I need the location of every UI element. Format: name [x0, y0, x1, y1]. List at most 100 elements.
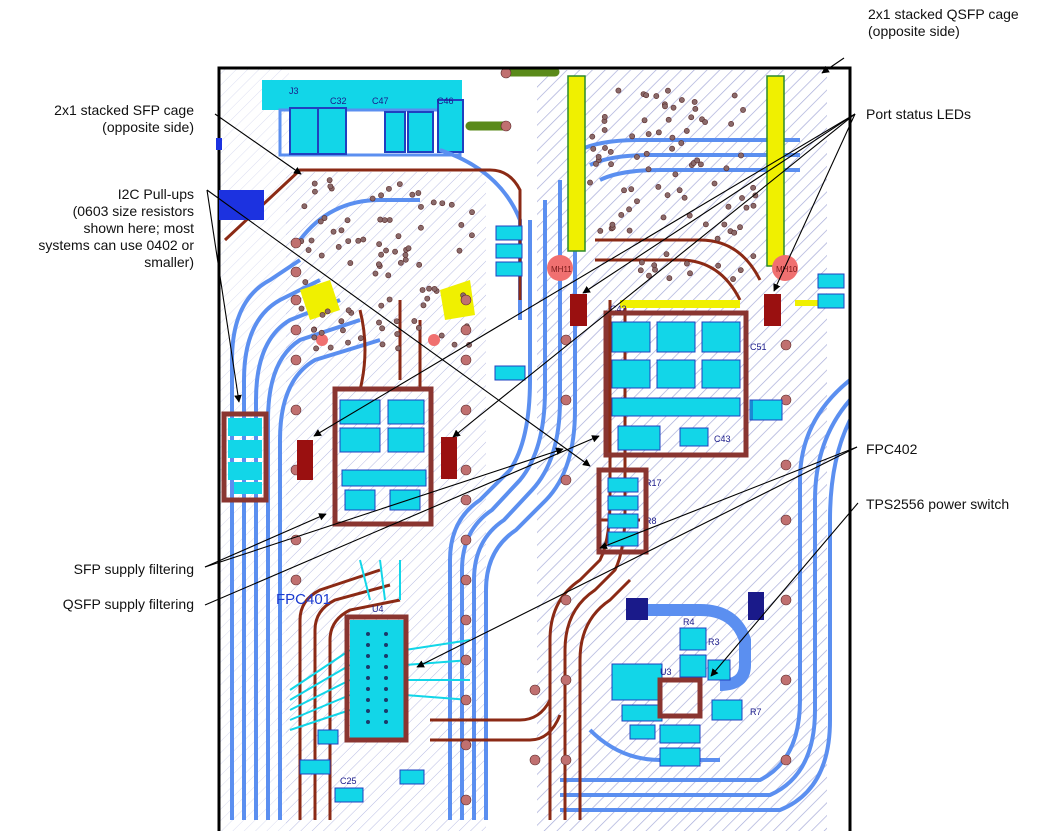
via [460, 464, 472, 476]
label-mh10: MH10 [776, 265, 798, 274]
via [460, 294, 472, 306]
via [340, 327, 346, 334]
fpc401-pin [366, 654, 370, 658]
via [711, 180, 718, 187]
via [590, 145, 597, 152]
via [608, 161, 614, 168]
via [460, 654, 472, 666]
callout-i2c-line5: smaller) [144, 254, 194, 270]
callout-qsfp-filter-line1: QSFP supply filtering [62, 596, 194, 612]
via [393, 318, 400, 325]
via [721, 221, 728, 228]
label-mh11: MH11 [551, 265, 572, 274]
via [653, 93, 660, 99]
via [402, 256, 409, 263]
via [416, 261, 423, 268]
callout-port-leds-line1: Port status LEDs [866, 106, 972, 122]
via [290, 266, 302, 278]
via [750, 184, 757, 191]
via [345, 238, 352, 244]
via [386, 217, 393, 223]
via [730, 276, 736, 282]
via [386, 296, 393, 303]
qsfp-led-right [764, 294, 781, 326]
via [456, 247, 463, 254]
via [411, 318, 418, 324]
via [641, 117, 648, 124]
via [750, 253, 757, 260]
via [376, 319, 382, 326]
via [409, 191, 416, 198]
via [418, 203, 424, 210]
sfp-led-right [441, 437, 457, 479]
via [714, 235, 721, 242]
via [684, 260, 690, 267]
label-r4: R4 [683, 617, 695, 627]
via [670, 104, 677, 111]
via [728, 120, 735, 127]
via [681, 194, 688, 201]
via [607, 148, 614, 155]
via [737, 267, 744, 274]
fpc401-pin [366, 632, 370, 636]
via [602, 145, 608, 151]
via [395, 233, 402, 240]
callout-sfp-filter: SFP supply filtering [74, 561, 194, 578]
via [460, 694, 472, 706]
label-u3: U3 [660, 667, 672, 677]
via [312, 188, 318, 195]
callout-fpc402: FPC402 [866, 441, 917, 458]
via [344, 217, 351, 224]
via [378, 251, 385, 258]
via [311, 180, 318, 187]
via [589, 133, 596, 140]
via [529, 684, 541, 696]
fpc401-pin [366, 687, 370, 691]
via [355, 237, 362, 244]
via [439, 200, 446, 207]
fpc401-pin [366, 709, 370, 713]
via [290, 404, 302, 416]
via [702, 119, 708, 125]
fpc401-pin [384, 643, 388, 647]
via [438, 332, 445, 339]
via [665, 116, 672, 123]
via [660, 214, 667, 221]
via [451, 341, 458, 348]
via [378, 302, 385, 309]
via [378, 192, 384, 199]
via [666, 275, 673, 282]
via [318, 329, 325, 336]
via [780, 674, 792, 686]
via [369, 195, 376, 202]
callout-qsfp-cage-line2: (opposite side) [868, 23, 960, 39]
via [731, 92, 738, 99]
fpc401-pin [384, 676, 388, 680]
via [560, 474, 572, 486]
via [460, 354, 472, 366]
highlight-fpc401 [344, 614, 409, 743]
via [628, 186, 635, 193]
via [500, 68, 512, 79]
callout-i2c-line1: I2C Pull-ups [117, 186, 194, 202]
via [634, 198, 640, 205]
via [587, 179, 593, 186]
via [686, 212, 693, 219]
via [655, 129, 662, 136]
callout-sfp-filter-line1: SFP supply filtering [73, 561, 194, 577]
fpc401-pin [366, 665, 370, 669]
via [723, 165, 730, 172]
via [290, 324, 302, 336]
callout-qsfp-cage-line1: 2x1 stacked QSFP cage [868, 6, 1019, 22]
via [345, 307, 352, 314]
via [743, 204, 750, 211]
via [385, 272, 392, 279]
via [357, 335, 364, 342]
via [560, 674, 572, 686]
via [392, 248, 398, 255]
via [560, 754, 572, 766]
via [750, 202, 757, 209]
via [310, 326, 317, 333]
via [637, 267, 644, 274]
